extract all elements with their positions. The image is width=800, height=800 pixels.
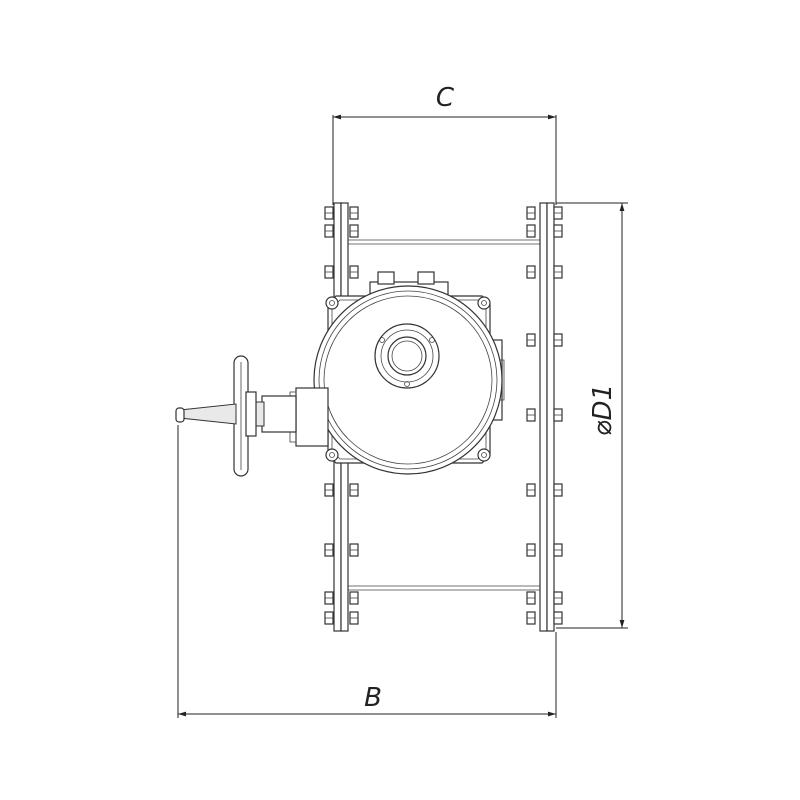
left-bolt <box>324 206 359 220</box>
dimension-b: B <box>177 425 557 718</box>
dimension-d1: ⌀D1 <box>556 202 628 629</box>
left-bolt <box>324 224 359 238</box>
gearbox <box>253 387 329 447</box>
left-bolt <box>324 543 359 557</box>
dimension-d1-label: ⌀D1 <box>588 384 618 436</box>
left-bolt <box>324 611 359 625</box>
right-bolt <box>526 224 563 238</box>
handwheel[interactable] <box>175 355 257 477</box>
right-bolt <box>526 333 563 347</box>
left-bolt <box>324 591 359 605</box>
right-bolts <box>526 206 563 625</box>
right-bolt <box>526 543 563 557</box>
left-bolt <box>324 483 359 497</box>
dimension-c-label: C <box>436 83 455 113</box>
left-bolt <box>324 265 359 279</box>
actuator-housing <box>313 271 505 475</box>
right-bolt <box>526 591 563 605</box>
right-flange <box>539 202 555 632</box>
dimension-b-label: B <box>364 683 382 713</box>
dimension-c: C <box>332 83 557 205</box>
right-bolt <box>526 408 563 422</box>
right-bolt <box>526 611 563 625</box>
right-bolt <box>526 265 563 279</box>
right-bolt <box>526 206 563 220</box>
right-bolt <box>526 483 563 497</box>
left-bolts <box>324 206 359 625</box>
